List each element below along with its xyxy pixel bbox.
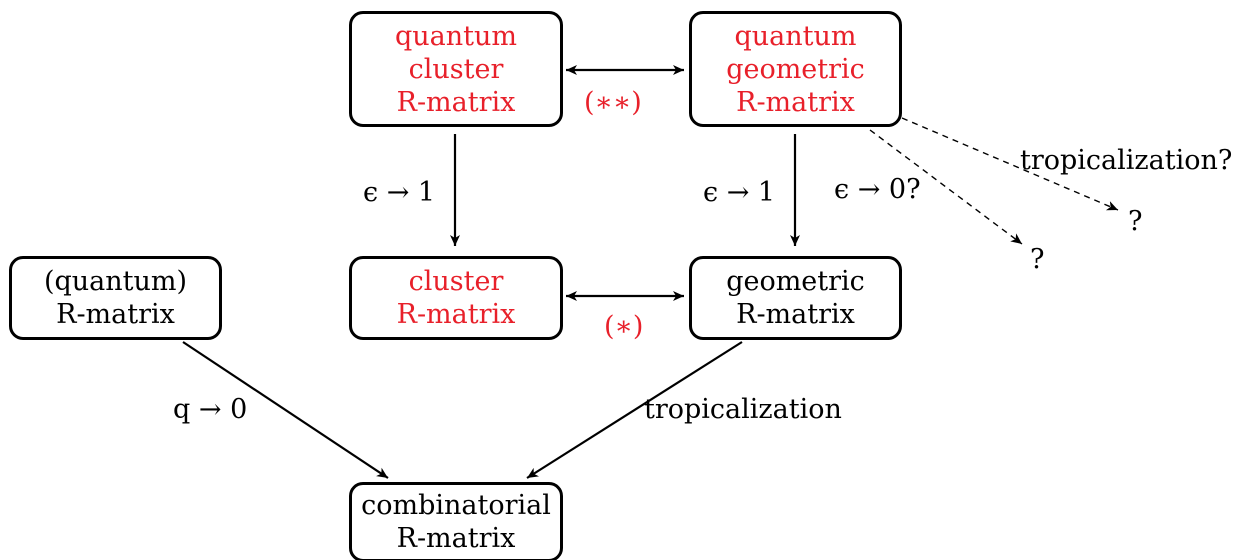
node-text: R-matrix [396, 299, 516, 330]
arrow-geometric-combinatorial [526, 341, 743, 479]
label-tropicalization: tropicalization [644, 394, 842, 425]
node-text: geometric [726, 53, 865, 85]
arrow-quantum-combinatorial [182, 341, 389, 479]
node-cluster: cluster R-matrix [349, 256, 563, 340]
label-eps-to-0: ϵ → 0? [834, 174, 921, 205]
arrow-qgeometric-lower-question [869, 129, 1023, 245]
node-text: (quantum) [43, 266, 188, 297]
node-text: R-matrix [56, 299, 175, 330]
node-quantum-r-matrix: (quantum) R-matrix [9, 256, 222, 340]
label-double-star: (∗∗) [584, 87, 642, 118]
node-text: cluster [408, 266, 504, 297]
node-text: quantum [394, 20, 517, 52]
endpoint-upper-question: ? [1128, 206, 1143, 237]
node-text: cluster [408, 53, 504, 85]
node-text: R-matrix [396, 523, 516, 554]
node-quantum-cluster: quantum cluster R-matrix [349, 11, 563, 127]
label-eps-to-1-right: ϵ → 1 [703, 177, 776, 208]
node-text: quantum [734, 20, 857, 52]
node-geometric: geometric R-matrix [689, 256, 902, 340]
endpoint-lower-question: ? [1030, 244, 1045, 275]
node-text: geometric [726, 266, 865, 297]
node-quantum-geometric: quantum geometric R-matrix [689, 11, 902, 127]
label-tropicalization-question: tropicalization? [1020, 145, 1233, 176]
node-text: R-matrix [736, 86, 855, 118]
node-text: R-matrix [396, 86, 516, 118]
node-text: R-matrix [736, 299, 855, 330]
label-single-star: (∗) [604, 311, 644, 342]
node-text: combinatorial [361, 490, 551, 521]
label-eps-to-1-left: ϵ → 1 [363, 177, 436, 208]
label-q-to-0: q → 0 [173, 394, 248, 425]
node-combinatorial: combinatorial R-matrix [349, 482, 563, 560]
